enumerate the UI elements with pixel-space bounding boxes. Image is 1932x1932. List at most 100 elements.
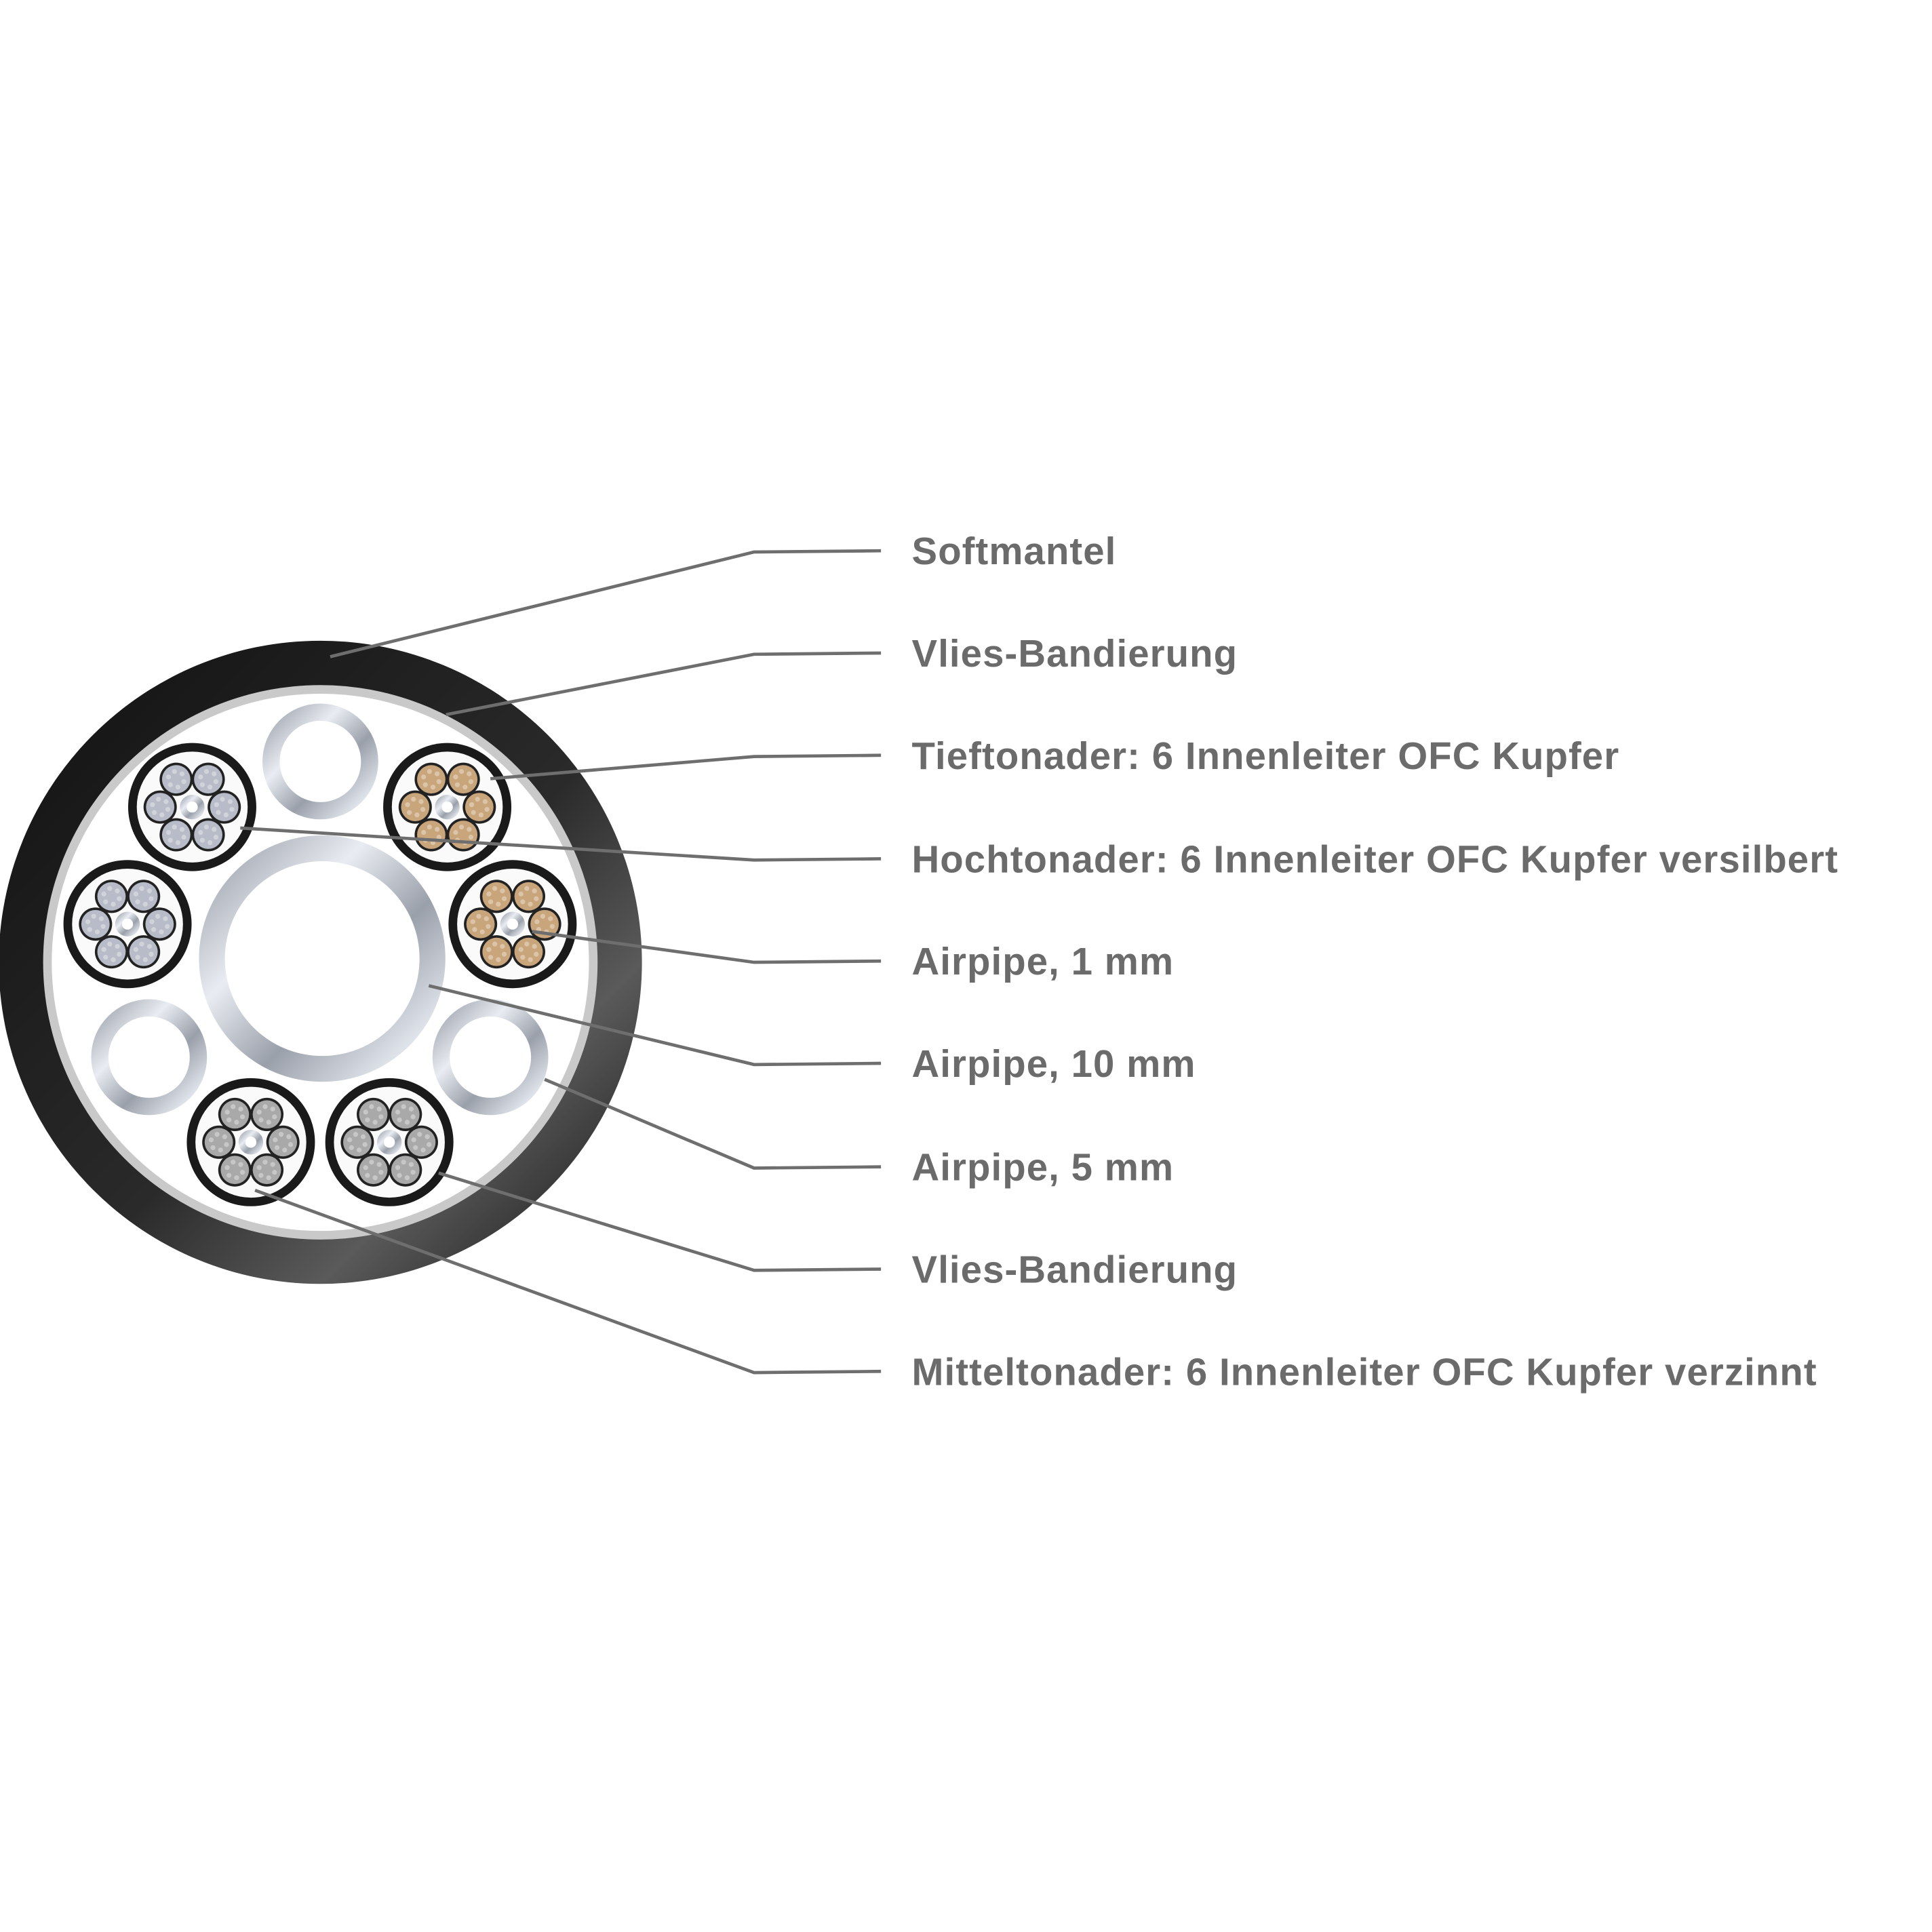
conductor-strands	[514, 937, 543, 966]
strand	[220, 796, 225, 802]
conductor-strands	[194, 765, 222, 794]
strand	[534, 951, 539, 957]
strand	[282, 1147, 288, 1153]
strand	[111, 957, 116, 962]
strand	[496, 957, 501, 962]
strand	[107, 941, 113, 947]
conductor-strands	[465, 793, 494, 822]
strand	[224, 1165, 230, 1170]
hochtonader-core	[127, 743, 256, 871]
strand	[482, 799, 488, 804]
strand	[213, 834, 218, 840]
strand	[467, 827, 472, 832]
strand	[365, 1117, 370, 1123]
leader-line-6	[428, 984, 882, 1067]
strand	[518, 891, 524, 896]
strand	[229, 806, 235, 812]
strand	[475, 796, 480, 802]
strand	[212, 771, 217, 776]
strand	[414, 812, 420, 818]
strand	[520, 955, 526, 960]
label-airpipe-1mm: Airpipe, 1 mm	[912, 940, 1175, 983]
strand	[198, 829, 203, 835]
mitteltonader-core	[325, 1078, 454, 1206]
strand	[117, 951, 122, 957]
strand	[142, 901, 148, 907]
strand	[471, 810, 476, 815]
strand	[135, 899, 140, 905]
strand	[163, 916, 168, 922]
strand	[434, 771, 440, 776]
strand	[226, 1117, 232, 1123]
strand	[397, 1117, 402, 1123]
strand	[203, 769, 210, 774]
strand	[501, 896, 507, 901]
conductor-strands	[129, 882, 158, 911]
strand	[353, 1132, 358, 1137]
cores	[63, 743, 577, 1206]
conductor-strands	[81, 909, 110, 939]
strand	[472, 927, 477, 932]
strand	[266, 1175, 271, 1181]
leader-line-5	[532, 930, 882, 964]
strand	[458, 824, 465, 830]
strand	[418, 799, 424, 804]
strand	[226, 1172, 232, 1178]
strand	[408, 1162, 414, 1167]
strand	[165, 806, 171, 812]
strand	[369, 1104, 374, 1109]
strand	[270, 1106, 275, 1112]
strand	[164, 924, 170, 929]
strand	[278, 1132, 284, 1137]
strand	[175, 840, 181, 846]
strand	[468, 834, 474, 840]
strand	[528, 957, 533, 962]
strand	[484, 806, 490, 812]
strand	[524, 941, 530, 947]
strand	[203, 824, 210, 830]
strand	[91, 913, 96, 919]
strand	[376, 1106, 382, 1112]
strand	[365, 1172, 370, 1178]
label-hochtonader: Hochtonader: 6 Innenleiter OFC Kupfer ve…	[912, 837, 1839, 880]
leader-line-7	[544, 1078, 882, 1170]
strand	[210, 1145, 216, 1150]
strand	[407, 810, 412, 815]
strand	[238, 1162, 243, 1167]
strand	[139, 886, 144, 891]
strand	[413, 1145, 418, 1150]
strand	[532, 888, 537, 894]
strand	[421, 829, 427, 835]
strand	[208, 1137, 214, 1143]
strand	[427, 824, 432, 830]
hochtonader-core	[63, 860, 192, 989]
label-vlies-bandierung-inner: Vlies-Bandierung	[912, 1248, 1238, 1290]
strand	[266, 1120, 271, 1125]
strand	[231, 1160, 236, 1165]
strand	[270, 1162, 275, 1167]
strand	[238, 1106, 243, 1112]
strand	[453, 829, 458, 835]
conductor-strands	[146, 793, 175, 822]
strand	[363, 1165, 368, 1170]
airpipe-1mm-bore	[121, 918, 134, 930]
cable	[0, 640, 642, 1284]
strand	[395, 1165, 401, 1170]
conductor-strands	[466, 909, 495, 939]
strand	[262, 1160, 268, 1165]
strand	[462, 785, 468, 790]
conductor-strands	[407, 1128, 436, 1157]
strand	[150, 802, 155, 808]
strand	[549, 924, 555, 929]
strand	[488, 899, 494, 905]
conductor-strands	[161, 765, 191, 794]
conductor-strands	[417, 765, 446, 794]
strand	[111, 901, 116, 907]
conductor-strands	[359, 1100, 388, 1129]
strand	[258, 1117, 264, 1123]
strand	[165, 829, 172, 835]
strand	[286, 1134, 292, 1139]
strand	[163, 799, 169, 804]
strand	[149, 919, 155, 924]
strand	[175, 785, 181, 790]
